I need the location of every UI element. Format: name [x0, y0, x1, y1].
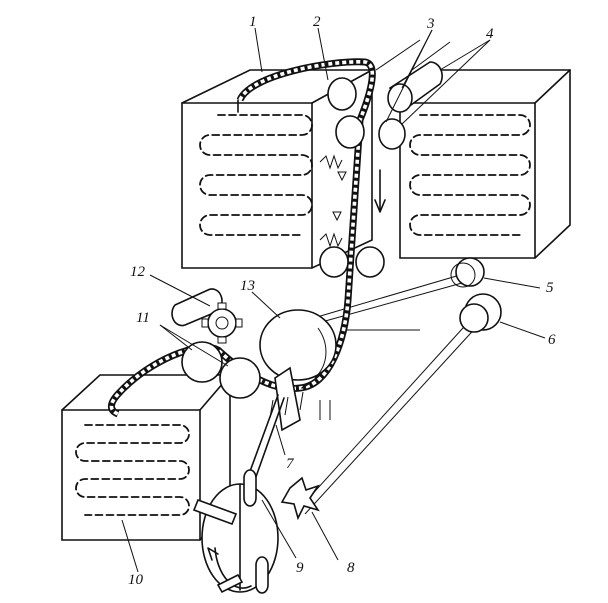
- drying-box-upper-right: [399, 69, 571, 259]
- label-8: 8: [347, 560, 355, 576]
- top-rollers: [327, 39, 451, 150]
- rollers-11: [181, 341, 261, 399]
- tension-springs: [319, 154, 386, 248]
- roller-5: [450, 257, 485, 288]
- label-9: 9: [296, 560, 304, 576]
- part-labels: 1 2 3 4 5 6 7 8 9 10 11 12 13: [128, 14, 556, 588]
- label-6: 6: [548, 332, 556, 348]
- gear-12: [171, 288, 243, 344]
- roller-6: [459, 293, 502, 333]
- label-12: 12: [130, 264, 146, 280]
- serpentine-path-box-right: [409, 114, 531, 236]
- drum-13: [259, 309, 337, 389]
- rotary-disc-9: [192, 469, 279, 594]
- drive-lines: [297, 274, 481, 515]
- middle-rollers: [319, 246, 385, 278]
- label-3: 3: [426, 16, 435, 32]
- cross-part-8: [280, 476, 320, 521]
- conveyor-belt: [108, 58, 376, 418]
- label-11: 11: [136, 310, 150, 326]
- label-2: 2: [313, 14, 321, 30]
- leader-lines: [121, 27, 546, 573]
- roller-2: [327, 77, 357, 111]
- drying-box-upper-left: [181, 69, 373, 269]
- serpentine-path-box-1: [199, 114, 313, 236]
- serpentine-path-box-10: [75, 424, 190, 516]
- label-4: 4: [486, 26, 494, 42]
- air-jets: [269, 391, 331, 420]
- label-13: 13: [240, 278, 255, 294]
- roller-4-lower: [378, 118, 406, 150]
- roller-3-lower: [335, 115, 365, 149]
- label-7: 7: [286, 456, 295, 472]
- label-10: 10: [128, 572, 144, 588]
- label-5: 5: [546, 280, 554, 296]
- label-1: 1: [249, 14, 257, 30]
